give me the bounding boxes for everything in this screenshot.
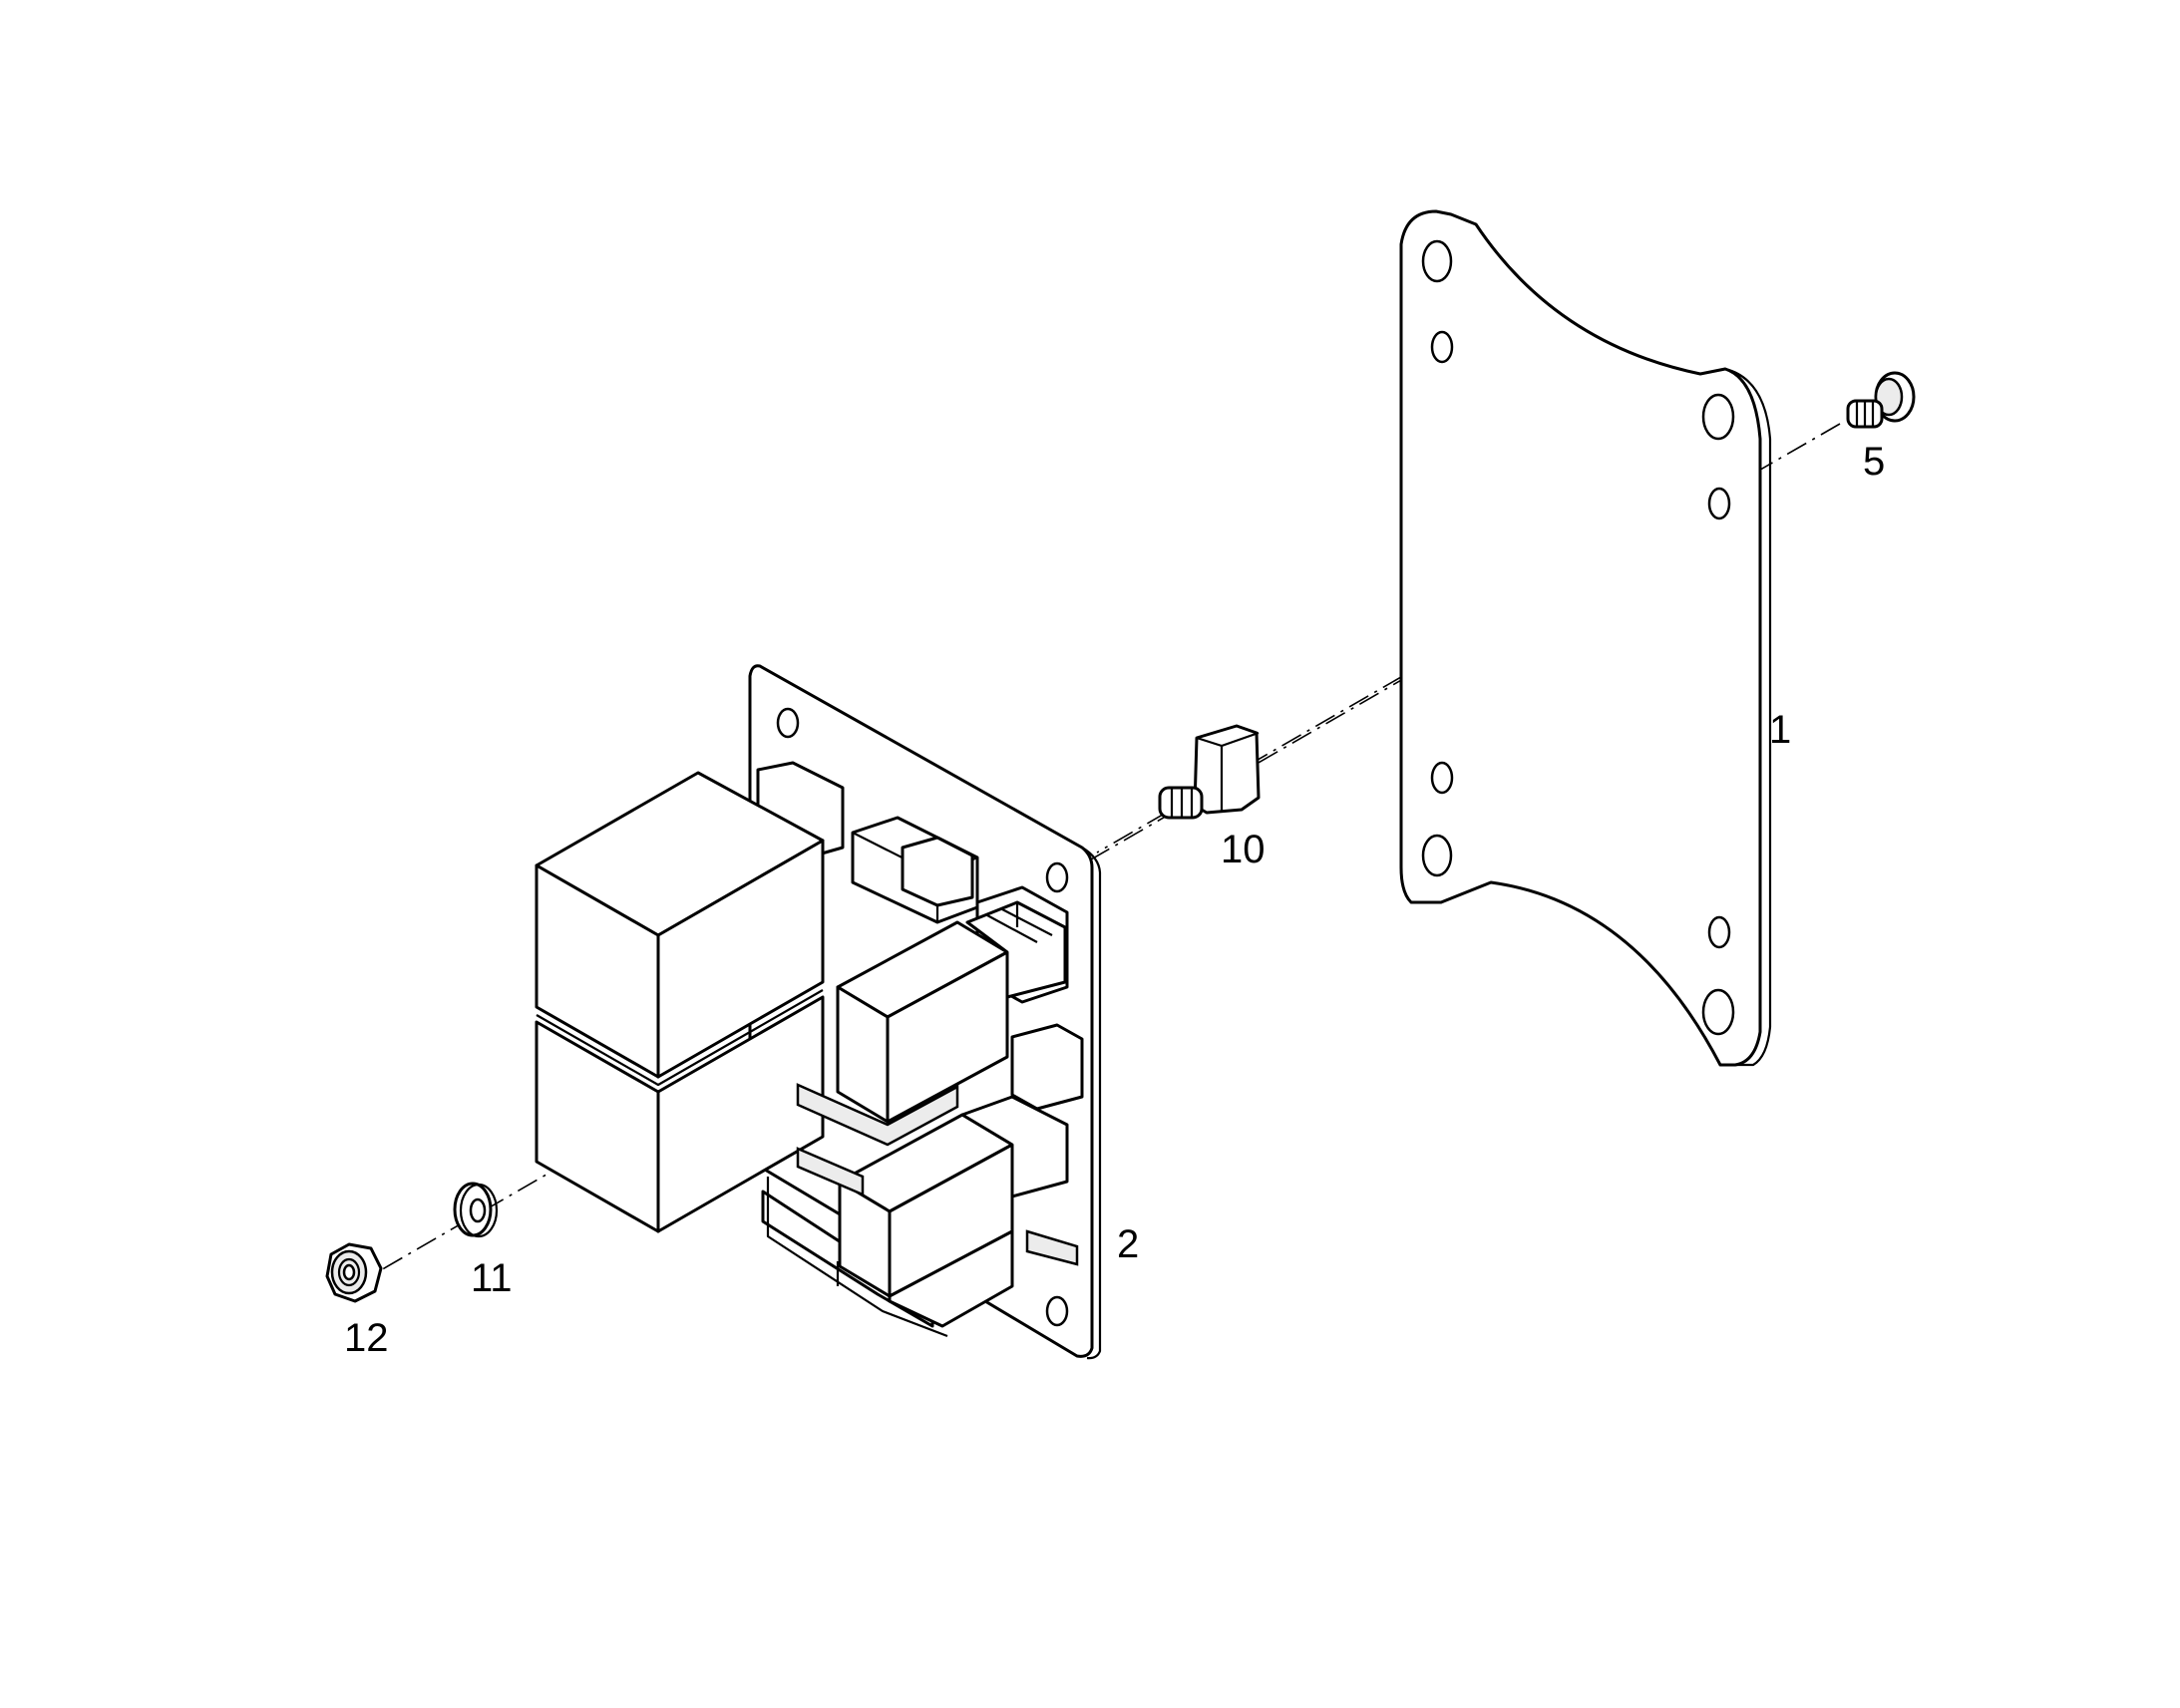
- nut-bore: [342, 1263, 356, 1281]
- large-relay-lower: [535, 989, 825, 1233]
- callout-part-2: 2: [1117, 1222, 1139, 1266]
- standoff-hex-body: [1193, 724, 1261, 815]
- large-relay-upper-side: [656, 839, 825, 1079]
- standoff-hex-facets: [1196, 731, 1260, 813]
- large-relay-lower-side: [656, 995, 825, 1233]
- washer-inner: [469, 1197, 487, 1223]
- board-hole-bottom-right: [1045, 1295, 1069, 1327]
- board-hole-top-left: [776, 707, 800, 739]
- plate-edge-thickness: [1724, 367, 1772, 1067]
- callout-part-11: 11: [471, 1256, 513, 1300]
- relay-small-back-5: [1010, 1023, 1084, 1111]
- plate-outline: [1399, 209, 1762, 1067]
- callout-part-10: 10: [1221, 828, 1266, 871]
- relay-shelf-right: [1025, 1229, 1079, 1266]
- part-1-mounting-plate[interactable]: [1399, 209, 1772, 1067]
- standoff-stud-thread: [1170, 788, 1194, 818]
- plate-hole-top-left-small: [1430, 330, 1454, 364]
- plate-hole-top-left-large: [1421, 239, 1453, 283]
- board-bottom-channel-lip: [766, 1177, 948, 1338]
- part-11-washer[interactable]: [453, 1182, 499, 1238]
- board-plate-edge: [1081, 847, 1102, 1360]
- relay-small-back-3: [901, 836, 974, 907]
- part-5-screw[interactable]: [1846, 371, 1916, 429]
- plate-hole-top-right-small: [1707, 487, 1731, 520]
- plate-hole-bottom-right-small: [1707, 915, 1731, 949]
- callout-part-12: 12: [344, 1316, 389, 1360]
- screw-thread-lines: [1855, 401, 1875, 427]
- medium-relay-lower: [838, 1095, 1069, 1328]
- part-2-relay-board[interactable]: [535, 664, 1102, 1360]
- medium-relay-lower-connector: [960, 1095, 1069, 1198]
- part-12-lock-nut[interactable]: [325, 1242, 383, 1303]
- large-relay-upper: [535, 771, 825, 1079]
- plate-hole-top-right-large: [1701, 393, 1735, 441]
- plate-hole-bottom-right-large: [1701, 988, 1735, 1036]
- medium-relay-upper: [836, 900, 1067, 1124]
- medium-relay-lower-base: [888, 1229, 1014, 1328]
- medium-relay-upper-connector-ribs: [986, 902, 1053, 943]
- washer-edge: [459, 1183, 499, 1238]
- plate-hole-bottom-left-small: [1430, 761, 1454, 795]
- relay-shelf-upper: [796, 1083, 959, 1147]
- medium-relay-upper-side: [886, 950, 1009, 1124]
- part-10-hex-standoff[interactable]: [1158, 724, 1261, 820]
- plate-hole-bottom-left-large: [1421, 834, 1453, 877]
- relay-shelf-lower: [796, 1147, 865, 1196]
- callout-part-5: 5: [1863, 440, 1885, 484]
- nut-inner-ring: [337, 1257, 361, 1287]
- callout-part-1: 1: [1769, 708, 1791, 752]
- large-relay-lower-seam: [536, 989, 824, 1087]
- board-hole-top-right: [1045, 861, 1069, 893]
